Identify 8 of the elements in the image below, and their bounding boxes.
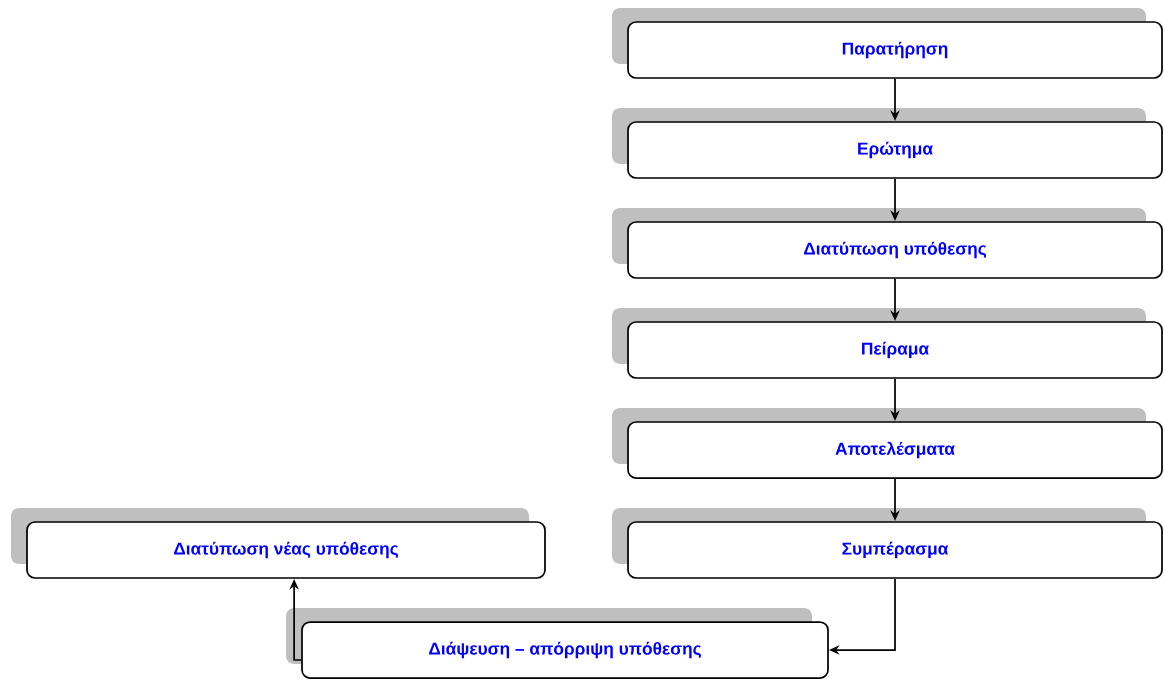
process-box: Διατύπωση νέας υπόθεσης <box>11 508 546 579</box>
process-box: Διατύπωση υπόθεσης <box>612 208 1163 279</box>
process-box: Παρατήρηση <box>612 8 1163 79</box>
process-box: Αποτελέσματα <box>612 408 1163 479</box>
process-box: Πείραμα <box>612 308 1163 379</box>
process-box: Ερώτημα <box>612 108 1163 179</box>
process-box: Συμπέρασμα <box>612 508 1163 579</box>
process-box: Διάψευση – απόρριψη υπόθεσης <box>286 608 829 679</box>
